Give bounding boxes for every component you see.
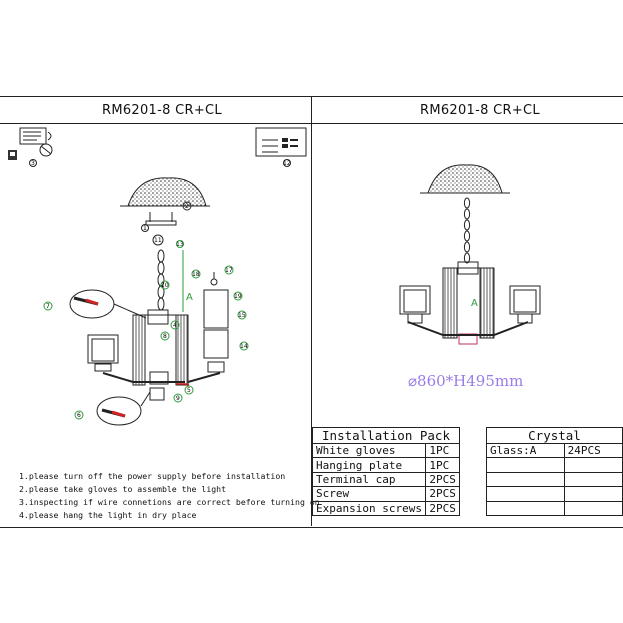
right-arm-shade [187, 272, 229, 383]
center-divider [311, 96, 312, 526]
callout-14: 14 [240, 343, 248, 350]
callout-2: 2 [185, 203, 189, 210]
table-row [486, 457, 623, 473]
dimension-label: ⌀860*H495mm [408, 372, 524, 390]
callout-5: 5 [187, 387, 191, 394]
left-lamp-body [132, 309, 189, 401]
hanging-plate [141, 201, 192, 248]
callout-3: 3 [31, 160, 35, 167]
callout-10: 10 [161, 282, 169, 289]
callout-9: 9 [176, 395, 180, 402]
note-2: 2.please take gloves to assemble the lig… [19, 484, 227, 494]
ceiling-canopy [127, 177, 207, 207]
terminal-cap-icon [255, 127, 307, 167]
table-row [486, 500, 623, 516]
callout-7: 7 [46, 303, 50, 310]
callout-1: 1 [143, 225, 147, 232]
table-row [486, 471, 623, 488]
left-title-rule [0, 123, 311, 124]
callout-6: 6 [77, 412, 81, 419]
right-chain [463, 197, 471, 264]
chain [157, 249, 165, 311]
note-3: 3.inspecting if wire connetions are corr… [19, 497, 320, 507]
callout-15: 15 [238, 312, 246, 319]
right-left-shade [399, 285, 431, 324]
note-1: 1.please turn off the power supply befor… [19, 471, 286, 481]
installation-notes: 1.please turn off the power supply befor… [19, 470, 320, 522]
gloves-step-icon [8, 127, 53, 167]
callout-4: 4 [173, 322, 177, 329]
wire-detail-7 [69, 289, 147, 319]
right-ceiling-canopy [427, 164, 503, 194]
left-arm-shade [87, 334, 185, 383]
callout-19: 19 [234, 293, 242, 300]
right-title-rule [312, 123, 623, 124]
callout-17: 17 [225, 267, 233, 274]
note-4: 4.please hang the light in dry place [19, 510, 197, 520]
left-label-a: A [186, 292, 193, 303]
right-label-a: A [471, 298, 478, 309]
callout-12: 12 [283, 160, 291, 167]
right-model-title: RM6201-8 CR+CL [420, 103, 540, 118]
callout-13: 13 [176, 241, 184, 248]
crystal-title: Crystal [486, 427, 623, 444]
left-model-title: RM6201-8 CR+CL [102, 103, 222, 118]
right-right-shade [509, 285, 541, 324]
table-row [486, 486, 623, 502]
installation-pack-title: Installation Pack [312, 427, 460, 444]
wire-detail-6 [96, 391, 151, 426]
callout-8: 8 [163, 333, 167, 340]
callout-11: 11 [154, 237, 162, 244]
right-lamp-body [407, 261, 529, 345]
callout-18: 18 [192, 271, 200, 278]
